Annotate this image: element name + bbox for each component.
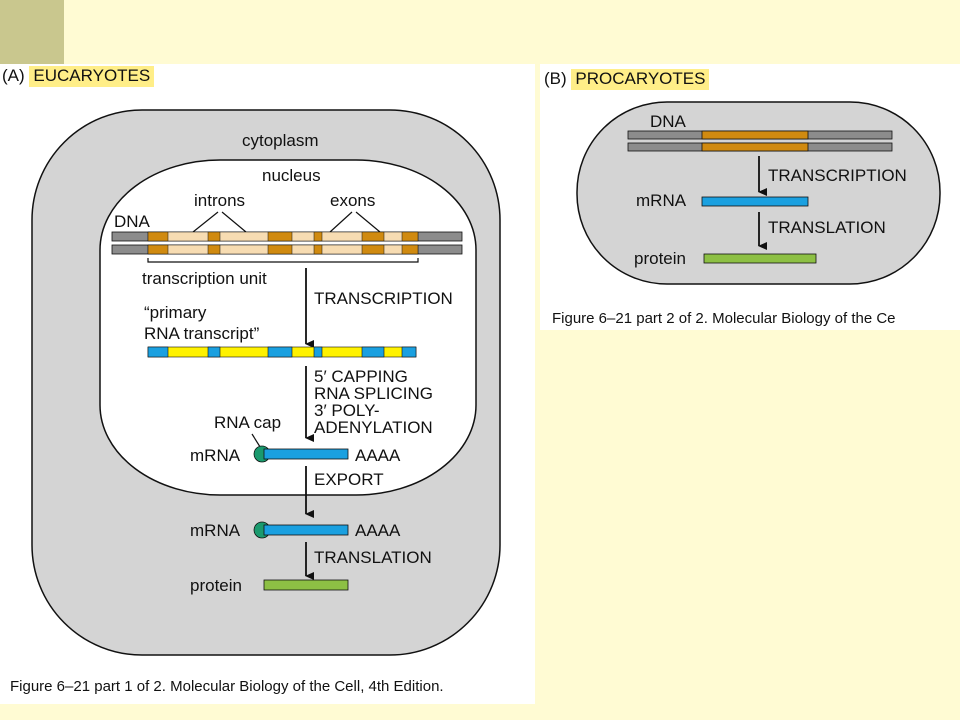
- primary-rna-transcript: [147, 346, 417, 358]
- mrna-label-nuclear: mRNA: [190, 446, 241, 465]
- nucleus-shape: [99, 159, 477, 496]
- protein-bar-a: [263, 579, 349, 591]
- exon-2: [207, 231, 221, 242]
- transcription-unit-label: transcription unit: [142, 269, 267, 288]
- polya-label-nuclear: AAAA: [355, 446, 401, 465]
- intron-exon-pointers: [192, 211, 381, 233]
- panel-b-tag: (B) PROCARYOTES: [544, 69, 710, 90]
- dna-label-a: DNA: [114, 212, 151, 231]
- processing-label-4: ADENYLATION: [314, 418, 433, 437]
- transcription-label-a: TRANSCRIPTION: [314, 289, 453, 308]
- protein-bar-b: [703, 253, 817, 264]
- primary-label-1: “primary: [144, 303, 207, 322]
- exon-4: [313, 231, 323, 242]
- dna-strands-b: [627, 130, 893, 152]
- cytoplasm-label: cytoplasm: [242, 131, 319, 150]
- exons-label: exons: [330, 191, 375, 210]
- exon-3: [267, 231, 293, 242]
- exon-6: [401, 231, 419, 242]
- panel-a-tag: (A) EUCARYOTES: [2, 66, 155, 87]
- rna-cap-label: RNA cap: [214, 413, 281, 432]
- transcription-label-b: TRANSCRIPTION: [768, 166, 907, 185]
- panel-b-title: PROCARYOTES: [571, 69, 710, 90]
- mrna-bar-nuclear: [263, 448, 349, 460]
- mrna-label-b: mRNA: [636, 191, 687, 210]
- mrna-label-cytoplasm: mRNA: [190, 521, 241, 540]
- gene-segment-b: [701, 130, 809, 140]
- mrna-bar-cytoplasm: [263, 524, 349, 536]
- processing-label-2: RNA SPLICING: [314, 384, 433, 403]
- corner-block: [0, 0, 64, 64]
- panel-a-title: EUCARYOTES: [29, 66, 155, 87]
- caption-a: Figure 6–21 part 1 of 2. Molecular Biolo…: [10, 678, 444, 695]
- processing-label-1: 5′ CAPPING: [314, 367, 408, 386]
- caption-b: Figure 6–21 part 2 of 2. Molecular Biolo…: [552, 310, 896, 327]
- dna-label-b: DNA: [650, 112, 687, 131]
- polya-label-cytoplasm: AAAA: [355, 521, 401, 540]
- primary-label-2: RNA transcript”: [144, 324, 260, 343]
- export-label: EXPORT: [314, 470, 384, 489]
- transcription-unit-bracket: [147, 258, 419, 263]
- transcription-unit-segments: [147, 231, 419, 255]
- panel-b-letter: (B): [544, 69, 567, 88]
- protein-label-b: protein: [634, 249, 686, 268]
- exon-5: [361, 231, 385, 242]
- introns-label: introns: [194, 191, 245, 210]
- exon-1: [147, 231, 169, 242]
- mrna-bar-b: [701, 196, 809, 207]
- translation-label-a: TRANSLATION: [314, 548, 432, 567]
- nucleus-label: nucleus: [262, 166, 321, 185]
- processing-label-3: 3′ POLY-: [314, 401, 380, 420]
- translation-label-b: TRANSLATION: [768, 218, 886, 237]
- protein-label-a: protein: [190, 576, 242, 595]
- panel-a-letter: (A): [2, 66, 25, 85]
